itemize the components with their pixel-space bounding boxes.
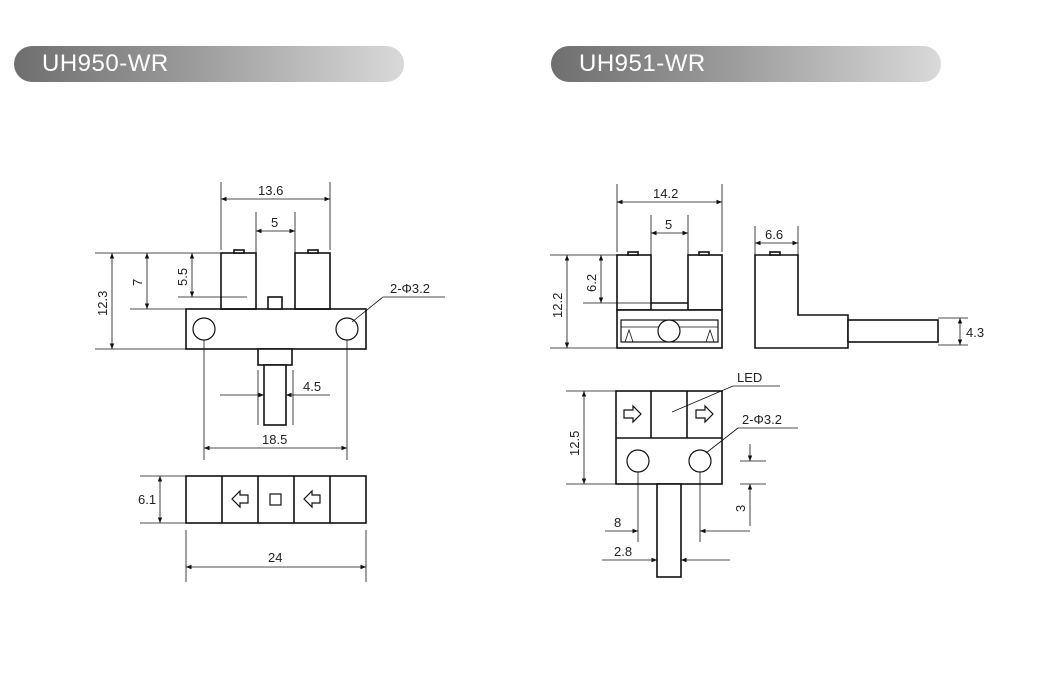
dim-slot-depth: 6.2	[584, 274, 599, 292]
emitter-square-icon	[269, 493, 282, 506]
dim-lead: 4.5	[303, 379, 321, 394]
dim-width-top: 14.2	[653, 186, 678, 201]
dim-holes: 2-Φ3.2	[742, 412, 782, 427]
dim-pitch: 8	[614, 515, 621, 530]
uh951-front-view	[616, 251, 723, 349]
dim-bottom-width: 24	[268, 550, 282, 565]
uh950-dimension-lines	[95, 182, 445, 460]
dim-side-height: 4.3	[966, 325, 984, 340]
arrow-right-icon	[695, 404, 714, 424]
uh951-bottom-view	[566, 385, 798, 578]
uh950-front-view	[185, 249, 367, 426]
dim-width-top: 13.6	[258, 183, 283, 198]
dim-lead: 2.8	[614, 544, 632, 559]
arrow-right-icon	[623, 404, 642, 424]
dim-slot-depth: 5.5	[175, 268, 190, 286]
arrow-left-icon	[231, 489, 249, 509]
dim-hole-offset: 3	[733, 505, 748, 512]
dim-height-total: 12.3	[95, 291, 110, 316]
dim-bottom-height: 6.1	[138, 492, 156, 507]
dim-holes: 2-Φ3.2	[390, 281, 430, 296]
dim-slot: 5	[271, 215, 278, 230]
label-led: LED	[737, 370, 762, 385]
uh951-side-view	[754, 226, 968, 349]
model-title-uh951: UH951-WR	[551, 46, 941, 82]
arrow-left-icon	[303, 489, 321, 509]
dim-bottom-height: 12.5	[567, 431, 582, 456]
dim-slot: 5	[665, 217, 672, 232]
dim-height-total: 12.2	[550, 293, 565, 318]
uh950-bottom-view	[140, 475, 367, 582]
dim-height-arm: 7	[130, 279, 145, 286]
model-title-uh950: UH950-WR	[14, 46, 404, 82]
uh951-dimension-lines	[550, 184, 723, 349]
dim-side-width: 6.6	[765, 227, 783, 242]
dim-hole-pitch: 18.5	[262, 432, 287, 447]
